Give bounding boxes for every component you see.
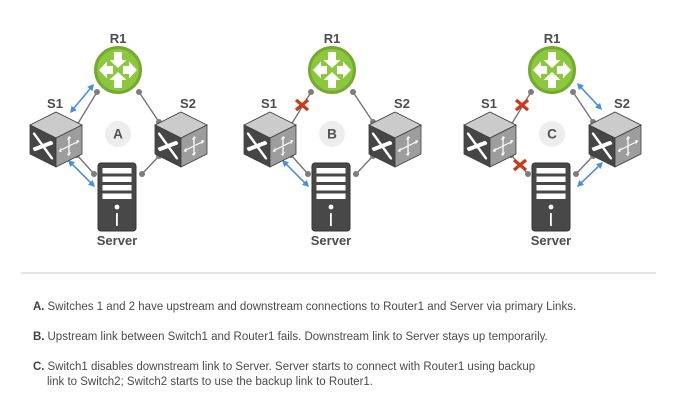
scenario-letter-badge: A <box>105 121 131 147</box>
switch-x-glyph <box>466 132 488 160</box>
link-failure-x-icon <box>514 98 530 112</box>
switch-x-glyph <box>371 132 393 160</box>
active-link-arrow <box>577 83 602 110</box>
caption-text-a: Switches 1 and 2 have upstream and downs… <box>47 301 577 313</box>
server-icon <box>311 162 351 232</box>
link-downstream-left <box>282 152 311 187</box>
server-label: Server <box>97 233 137 248</box>
switch2-label: S2 <box>394 96 410 111</box>
router-label: R1 <box>544 31 561 46</box>
caption-item-c: C.Switch1 disables downstream link to Se… <box>33 360 643 390</box>
switch-x-glyph <box>157 132 179 160</box>
scenario-letter: A <box>113 127 123 142</box>
server-icon <box>97 162 137 232</box>
server-label: Server <box>311 233 351 248</box>
switch-x-glyph <box>246 132 268 160</box>
caption-prefix-c: C. <box>33 361 45 373</box>
switch-arrows-glyph <box>272 135 294 156</box>
switch1-icon <box>243 111 297 168</box>
router-icon <box>94 46 142 94</box>
switch1-label: S1 <box>481 96 497 111</box>
active-link-arrow <box>577 162 603 187</box>
scenario-letter: B <box>327 127 337 142</box>
caption-text-c: Switch1 disables downstream link to Serv… <box>47 361 536 388</box>
switch2-icon <box>588 111 642 168</box>
switch1-label: S1 <box>261 96 277 111</box>
server-icon <box>531 162 571 232</box>
switch-arrows-glyph <box>183 135 205 156</box>
caption-text-b: Upstream link between Switch1 and Router… <box>47 331 548 343</box>
switch-x-glyph <box>32 132 54 160</box>
switch2-icon <box>154 111 208 168</box>
caption-item-a: A.Switches 1 and 2 have upstream and dow… <box>33 300 643 315</box>
caption-prefix-b: B. <box>33 331 45 343</box>
switch1-label: S1 <box>47 96 63 111</box>
link-downstream-right <box>353 153 376 177</box>
scenario-letter: C <box>547 127 557 142</box>
link-upstream-right <box>570 83 602 125</box>
active-link-arrow <box>70 84 94 113</box>
switch2-icon <box>368 111 422 168</box>
router-label: R1 <box>110 31 127 46</box>
active-link-arrow <box>68 160 95 187</box>
router-icon <box>528 46 576 94</box>
switch2-label: S2 <box>614 96 630 111</box>
switch-arrows-glyph <box>492 135 514 156</box>
caption-prefix-a: A. <box>33 301 45 313</box>
link-failure-x-icon <box>512 158 528 172</box>
switch-arrows-glyph <box>397 135 419 156</box>
caption-item-b: B.Upstream link between Switch1 and Rout… <box>33 330 643 345</box>
caption-list: A.Switches 1 and 2 have upstream and dow… <box>33 300 643 405</box>
link-upstream-left <box>288 89 314 128</box>
link-downstream-right <box>139 153 162 177</box>
scenario-letter-badge: C <box>539 121 565 147</box>
active-link-arrow <box>282 160 309 187</box>
switch1-icon <box>463 111 517 168</box>
divider-line <box>21 272 656 274</box>
switch1-icon <box>29 111 83 168</box>
link-upstream-left <box>508 89 534 128</box>
switch-arrows-glyph <box>617 135 639 156</box>
switch2-label: S2 <box>180 96 196 111</box>
link-upstream-right <box>350 89 376 125</box>
switch-x-glyph <box>591 132 613 160</box>
server-label: Server <box>531 233 571 248</box>
scenario-letter-badge: B <box>319 121 345 147</box>
router-label: R1 <box>324 31 341 46</box>
link-failure-x-icon <box>294 98 310 112</box>
link-upstream-right <box>136 89 162 125</box>
link-downstream-left <box>68 152 97 187</box>
switch-arrows-glyph <box>58 135 80 156</box>
router-icon <box>308 46 356 94</box>
